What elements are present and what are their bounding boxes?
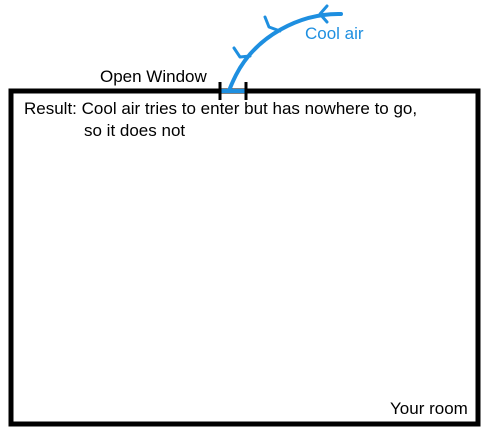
result-text-line2: so it does not bbox=[84, 121, 185, 140]
result-text-line1: Result: Cool air tries to enter but has … bbox=[24, 99, 417, 118]
arrowhead-icon bbox=[263, 15, 282, 33]
arrowhead-icon bbox=[318, 4, 329, 24]
room-wall bbox=[8, 88, 481, 427]
cool-air-label: Cool air bbox=[305, 24, 364, 43]
arrowhead-icon bbox=[232, 46, 252, 59]
room-label: Your room bbox=[390, 399, 468, 418]
cool-air-flow bbox=[227, 11, 343, 93]
open-window-label: Open Window bbox=[100, 67, 207, 86]
